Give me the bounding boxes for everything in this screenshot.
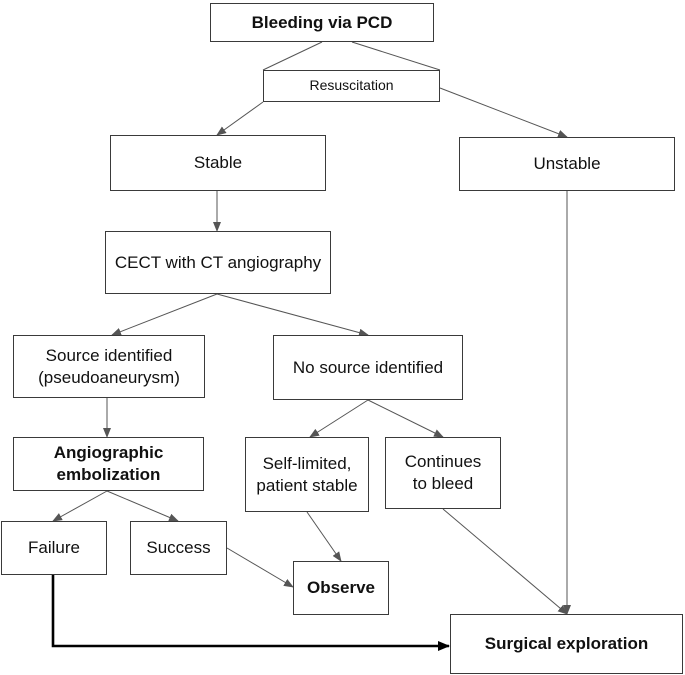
edge-cect-source	[111, 293, 218, 336]
node-bleeding-via-pcd: Bleeding via PCD	[210, 3, 434, 42]
node-unstable-label: Unstable	[533, 154, 601, 174]
edge-resuscitation-unstable	[439, 87, 568, 138]
node-unstable: Unstable	[459, 137, 675, 191]
edge-nosource-continues	[367, 399, 444, 438]
node-observe-label: Observe	[306, 578, 376, 598]
node-self-limited-label: Self-limited, patient stable	[256, 453, 358, 495]
node-success-label: Success	[146, 538, 211, 558]
node-surgical-exploration-label: Surgical exploration	[484, 634, 649, 654]
edge-nosource-selflimited	[309, 399, 369, 438]
node-resuscitation: Resuscitation	[263, 70, 440, 102]
node-no-source-identified: No source identified	[273, 335, 463, 400]
node-cect: CECT with CT angiography	[105, 231, 331, 294]
edge-cect-nosource	[216, 293, 369, 337]
node-failure: Failure	[1, 521, 107, 575]
edge-success-observe	[226, 547, 294, 588]
node-bleeding-via-pcd-label: Bleeding via PCD	[251, 12, 393, 32]
node-stable: Stable	[110, 135, 326, 191]
node-no-source-identified-label: No source identified	[292, 357, 444, 377]
node-cect-label: CECT with CT angiography	[114, 252, 322, 272]
node-observe: Observe	[293, 561, 389, 615]
edge-embolization-failure	[52, 490, 108, 522]
edge-failure-surgical-bold	[51, 575, 450, 651]
edge-embolization-success	[106, 490, 179, 522]
node-self-limited: Self-limited, patient stable	[245, 437, 369, 512]
node-stable-label: Stable	[193, 153, 243, 173]
edge-continues-surgical	[442, 508, 568, 615]
node-resuscitation-label: Resuscitation	[309, 77, 394, 94]
edge-resuscitation-stable	[216, 101, 264, 136]
node-source-identified-label: Source identified (pseudoaneurysm)	[38, 345, 180, 387]
node-angiographic-embolization-label: Angiographic embolization	[53, 443, 164, 484]
node-continues-to-bleed-label: Continues to bleed	[404, 452, 482, 493]
node-continues-to-bleed: Continues to bleed	[385, 437, 501, 509]
node-source-identified: Source identified (pseudoaneurysm)	[13, 335, 205, 398]
node-success: Success	[130, 521, 227, 575]
node-failure-label: Failure	[28, 538, 80, 558]
edge-selflimited-observe	[306, 511, 342, 562]
edge-bleeding-resuscitation-left	[262, 41, 323, 71]
node-angiographic-embolization: Angiographic embolization	[13, 437, 204, 491]
edge-bleeding-resuscitation-right	[351, 41, 441, 71]
node-surgical-exploration: Surgical exploration	[450, 614, 683, 674]
